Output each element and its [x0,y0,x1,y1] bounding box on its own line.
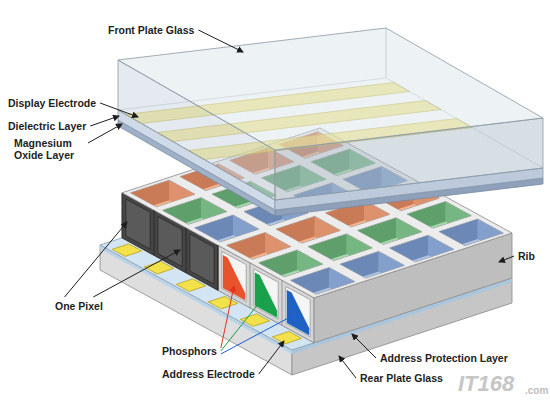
cell-divider [186,228,187,273]
leader-line [100,103,138,117]
part-label: Display Electrode [8,97,96,109]
pixel-cell-face [158,216,182,266]
cell-left-wall [163,198,202,231]
leader-line [221,315,294,354]
cell-left-wall [259,250,298,283]
cell-cutaway [222,251,246,301]
part-label: Magnesium Oxide Layer [14,137,84,161]
phosphor-coating [255,272,277,317]
cell-far-wall [329,268,355,302]
cell-divider [154,210,155,255]
cell-opening [340,251,404,285]
leader-line [499,256,514,262]
pixel-cell-face [126,199,150,249]
cell-left-wall [439,219,478,252]
cell-divider [282,280,283,325]
cell-left-wall [390,235,429,268]
cell-opening [439,219,503,253]
cell-left-wall [358,218,397,251]
part-label: Rib [518,250,535,262]
cell-divider [218,245,219,290]
cell-cutaway [254,269,278,319]
cell-far-wall [379,251,405,285]
cell-left-wall [131,180,170,213]
leader-line [339,356,356,378]
leader-line [90,116,119,126]
part-label: Dielectric Layer [8,120,86,132]
leader-line [88,124,122,143]
cell-left-wall [227,233,266,266]
phosphor-coating [223,255,245,300]
front-plate [118,28,543,216]
part-label: Address Protection Layer [380,352,508,364]
cell-left-wall [195,215,234,248]
phosphor-coating [287,290,309,335]
leader-line [221,286,234,348]
part-label: Rear Plate Glass [360,372,443,384]
part-label: Front Plate Glass [108,24,194,36]
leader-line [259,341,284,374]
cell-divider [250,263,251,308]
cell-far-wall [478,219,504,253]
cell-left-wall [291,268,330,301]
leader-line [198,30,243,52]
leader-line [352,334,376,358]
leader-line [93,250,180,297]
watermark: IT168 [458,372,514,396]
cell-opening [291,268,355,302]
leader-line [65,222,127,297]
cell-far-wall [428,235,454,269]
cell-opening [390,235,454,269]
cell-cutaway [286,286,310,336]
glass-top-face [118,28,543,150]
pixel-cell-face [190,234,214,284]
cell-left-wall [276,216,315,249]
part-label: Phosphors [162,345,217,357]
watermark: .com [525,385,548,396]
cell-left-wall [407,202,446,235]
part-label: One Pixel [55,300,103,312]
cell-left-wall [308,234,347,267]
part-label: Address Electrode [162,368,255,380]
cell-left-wall [340,251,379,284]
